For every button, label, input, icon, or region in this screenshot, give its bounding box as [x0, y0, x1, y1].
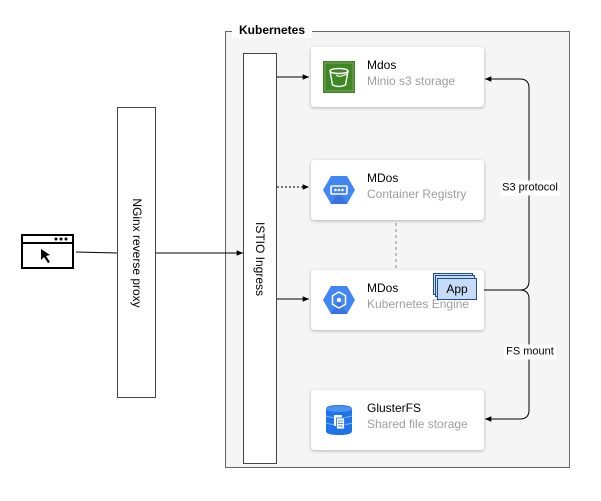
- card-registry-subtitle: Container Registry: [367, 187, 467, 201]
- bucket-icon: [323, 61, 355, 93]
- app-box: App: [437, 278, 477, 300]
- kubernetes-engine-icon: [323, 286, 355, 314]
- edge-label-s3: S3 protocol: [500, 180, 560, 196]
- browser-window-icon: [21, 234, 74, 269]
- file-storage-icon: [325, 405, 353, 435]
- card-registry: MDos Container Registry: [311, 160, 484, 220]
- card-gluster: GlusterFS Shared file storage: [311, 390, 484, 450]
- card-minio: Mdos Minio s3 storage: [311, 47, 484, 107]
- container-registry-icon: [323, 176, 355, 204]
- card-gluster-title: GlusterFS: [367, 401, 422, 415]
- card-minio-subtitle: Minio s3 storage: [367, 74, 456, 88]
- nginx-reverse-proxy: NGinx reverse proxy: [117, 107, 156, 398]
- card-engine-title: MDos: [367, 281, 399, 295]
- card-gluster-subtitle: Shared file storage: [367, 417, 468, 431]
- card-minio-title: Mdos: [367, 58, 397, 72]
- istio-label: ISTIO Ingress: [253, 221, 267, 296]
- edge-browser-nginx: [75, 251, 118, 254]
- edge-label-fs: FS mount: [504, 344, 556, 360]
- kubernetes-group-label: Kubernetes: [232, 22, 313, 38]
- nginx-label: NGinx reverse proxy: [129, 197, 144, 308]
- istio-ingress: ISTIO Ingress: [243, 53, 277, 464]
- card-engine-subtitle: Kubernetes Engine: [367, 297, 470, 311]
- card-registry-title: MDos: [367, 171, 399, 185]
